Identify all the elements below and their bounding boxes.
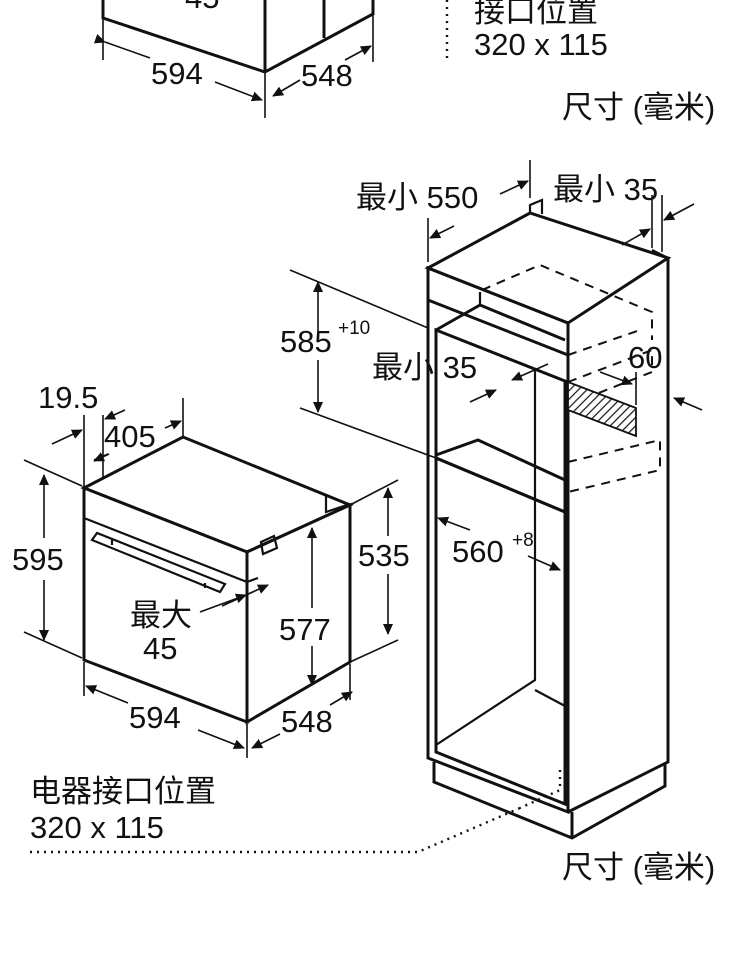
cabinet-vent-min-label: 最小 35 — [372, 350, 477, 385]
oven-inner-height-label: 577 — [279, 612, 331, 647]
cabinet-drawing: 最小 550 最小 35 585 +10 最小 35 60 560 +8 — [280, 160, 703, 840]
oven-side-height-label: 535 — [358, 538, 410, 573]
cabinet-min-back-gap-label: 最小 35 — [553, 172, 658, 207]
cabinet-niche-width-tolerance: +8 — [512, 530, 534, 551]
oven-height-label: 595 — [12, 542, 64, 577]
cabinet-min-depth-label: 最小 550 — [356, 180, 478, 215]
oven-depth-label: 548 — [281, 704, 333, 739]
top-width-label: 594 — [151, 56, 203, 91]
oven-door-gap-label-line1: 最大 — [130, 598, 192, 633]
cabinet-niche-height-label: 585 — [280, 324, 332, 359]
top-partial-dim-label: 45 — [185, 0, 219, 15]
cabinet-niche-height-tolerance: +10 — [338, 318, 370, 339]
connector-caption: 电器接口位置 320 x 115 — [30, 774, 521, 854]
connector-size: 320 x 115 — [30, 810, 164, 845]
niche-opening — [434, 327, 567, 807]
top-partial-diagram: 594 548 45 接口位置 320 x 115 尺寸 (毫米) — [93, 0, 715, 125]
top-connector-title: 接口位置 — [474, 0, 598, 29]
oven-offset-label: 19.5 — [38, 380, 98, 415]
top-connector-size: 320 x 115 — [474, 27, 608, 62]
top-depth-label: 548 — [301, 58, 353, 93]
cabinet-vent-gap-label: 60 — [628, 340, 662, 375]
vent-hatch — [567, 380, 637, 438]
oven-door-handle[interactable] — [90, 531, 227, 594]
connector-leader — [30, 806, 521, 854]
oven-drawing: 19.5 405 595 最大 45 577 535 594 548 — [12, 380, 410, 758]
cabinet-niche-width-label: 560 — [452, 534, 504, 569]
oven-width-label: 594 — [129, 700, 181, 735]
connector-title: 电器接口位置 — [30, 774, 216, 809]
unit-caption: 尺寸 (毫米) — [562, 850, 715, 885]
oven-top-depth-label: 405 — [104, 419, 156, 454]
top-unit-caption: 尺寸 (毫米) — [562, 90, 715, 125]
oven-door-gap-label-line2: 45 — [143, 631, 177, 666]
